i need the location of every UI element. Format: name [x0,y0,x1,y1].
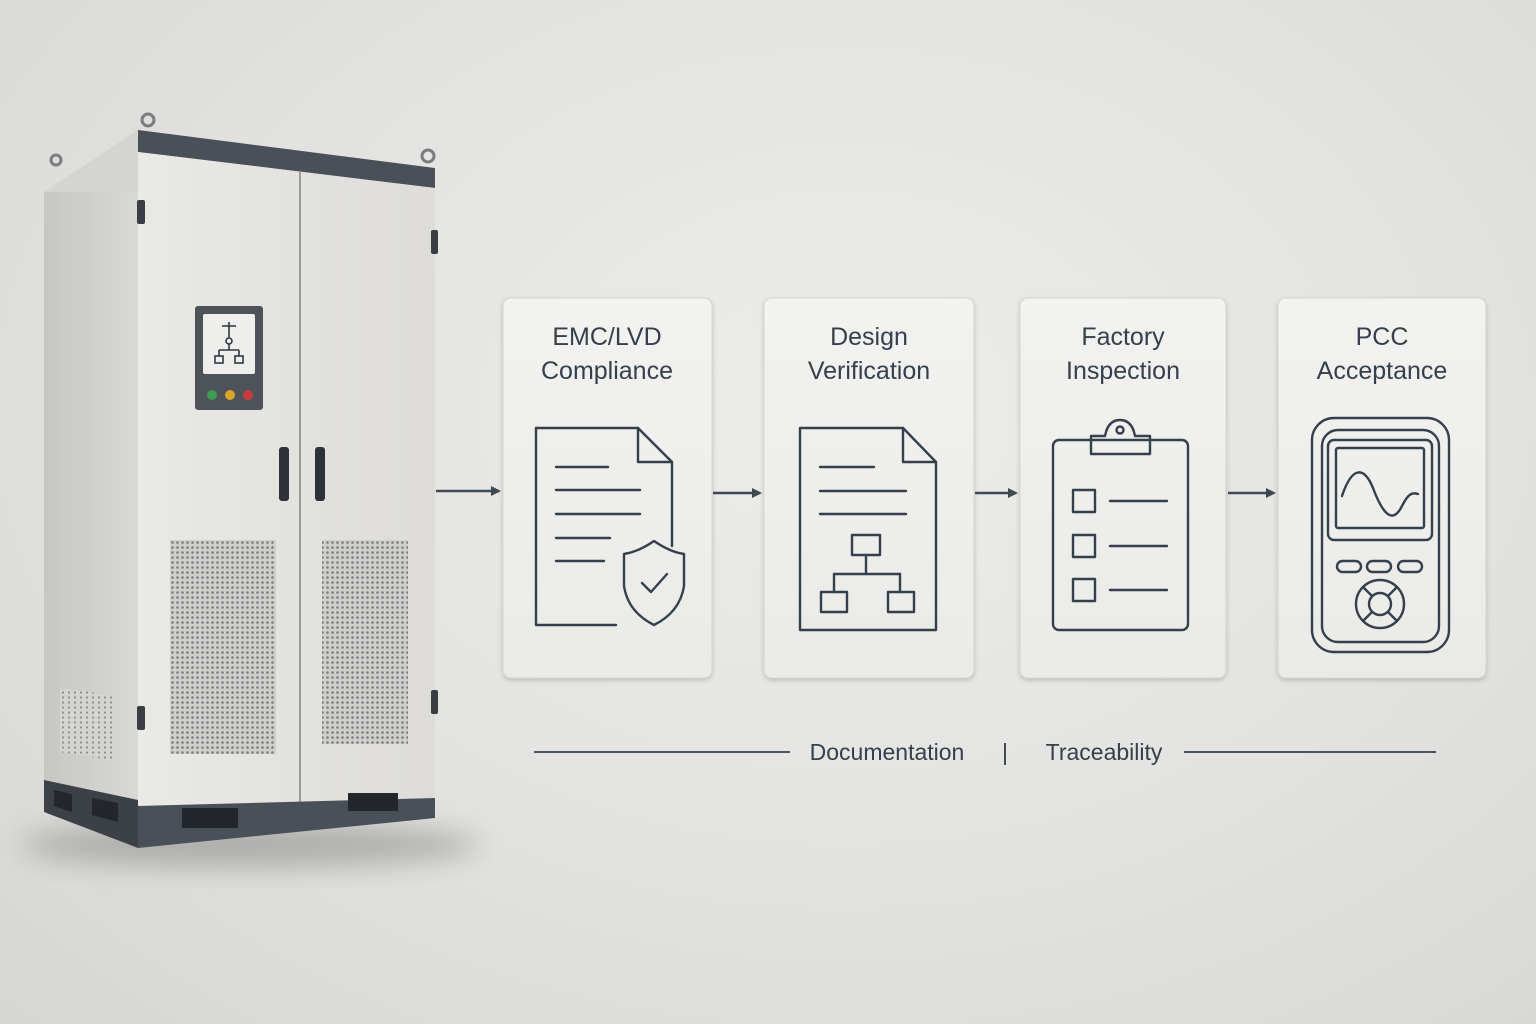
indicator-red [243,390,253,400]
forklift-slot [92,798,118,822]
document-shield-icon [534,426,686,627]
vent-grille-left [170,540,276,754]
footer-documentation-label: Documentation [810,739,965,765]
forklift-slot [182,808,238,828]
step-title-line-2: Acceptance [1317,357,1448,385]
flow-arrows [436,486,1276,498]
lifting-eye [140,112,156,128]
card-background [1277,297,1487,679]
cabinet-side-panel [44,130,138,800]
indicator-yellow [225,390,235,400]
step-title-line-1: PCC [1356,323,1409,351]
step-title-line-1: EMC/LVD [552,323,661,351]
cabinet-top-trim [138,130,435,188]
forklift-slot [54,790,72,812]
step-title-line-1: Design [830,323,908,351]
hinge [137,200,145,224]
door-handle-right [315,447,325,501]
footer-separator: | [1002,739,1008,765]
step-card-factory-inspection: Factory Inspection [1019,297,1227,679]
door-handle-left [279,447,289,501]
document-hierarchy-icon [798,426,938,632]
indicator-green [207,390,217,400]
control-panel [195,306,263,410]
step-title-line-2: Inspection [1066,357,1180,385]
step-card-pcc-acceptance: PCC Acceptance [1277,297,1487,679]
forklift-slot [348,793,398,811]
inverter-cabinet [20,112,480,867]
step-card-compliance: EMC/LVD Compliance [502,297,713,679]
step-title-line-1: Factory [1081,323,1165,351]
hinge [137,706,145,730]
footer-traceability-label: Traceability [1046,739,1163,765]
clipboard-checklist-icon [1051,418,1190,632]
hinge [431,690,438,714]
step-card-design-verification: Design Verification [763,297,975,679]
footer-bar: Documentation | Traceability [534,739,1436,765]
card-background [763,297,975,679]
lifting-eye [49,153,63,167]
card-background [1019,297,1227,679]
cabinet-side-louver [60,688,112,760]
card-background [502,297,713,679]
hinge [431,230,438,254]
power-quality-analyzer-icon [1310,416,1451,654]
step-title-line-2: Verification [808,357,930,385]
vent-grille-right [322,540,408,744]
single-line-diagram-icon [214,322,244,364]
lifting-eye [420,148,436,164]
step-title-line-2: Compliance [541,357,673,385]
